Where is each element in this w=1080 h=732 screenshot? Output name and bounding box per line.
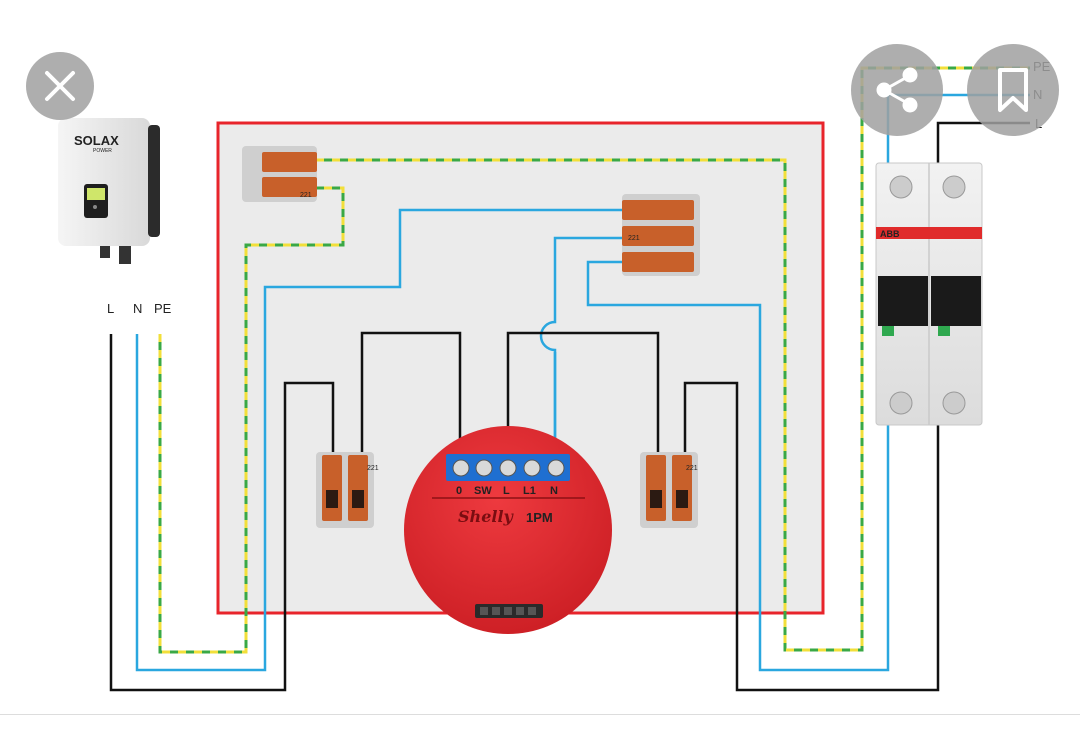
shelly-terminal-l: L bbox=[503, 485, 510, 497]
shelly-logo: Shelly bbox=[458, 507, 515, 526]
wago-label: 221 bbox=[686, 465, 698, 472]
circuit-breaker: ABB bbox=[875, 162, 983, 426]
shelly-terminal-l1: L1 bbox=[523, 485, 536, 497]
share-button[interactable] bbox=[851, 44, 943, 136]
close-button[interactable] bbox=[26, 52, 94, 120]
bookmark-button[interactable] bbox=[967, 44, 1059, 136]
wago-label: 221 bbox=[628, 235, 640, 242]
wago-label: 221 bbox=[300, 192, 312, 199]
breaker-brand: ABB bbox=[880, 229, 900, 239]
wire-left-neutral bbox=[135, 208, 630, 672]
left-label-l: L bbox=[107, 301, 114, 316]
wire-shelly-l bbox=[506, 331, 660, 455]
wago-label: 221 bbox=[367, 465, 379, 472]
inverter-brand: SOLAX bbox=[74, 133, 119, 148]
shelly-model: 1PM bbox=[526, 510, 553, 525]
shelly-1pm-relay: 0 SW L L1 N Shelly 1PM bbox=[404, 426, 612, 634]
shelly-terminal-sw: SW bbox=[474, 485, 492, 497]
share-icon bbox=[876, 67, 918, 113]
wago-connector-left: 221 bbox=[316, 452, 379, 528]
inverter-sub: POWER bbox=[93, 148, 112, 154]
wago-connector-right: 221 bbox=[640, 452, 698, 528]
left-label-n: N bbox=[133, 301, 142, 316]
solar-inverter: SOLAX POWER bbox=[58, 118, 160, 264]
left-label-pe: PE bbox=[154, 301, 172, 316]
shelly-terminal-0: 0 bbox=[456, 485, 462, 497]
bookmark-icon bbox=[998, 68, 1028, 112]
bottom-divider bbox=[0, 714, 1080, 715]
wago-connector-pe: 221 bbox=[242, 146, 317, 202]
wire-shelly-o bbox=[360, 331, 462, 455]
wago-connector-n: 221 bbox=[622, 194, 700, 276]
close-icon bbox=[45, 71, 75, 101]
shelly-terminal-n: N bbox=[550, 485, 558, 497]
wire-left-live bbox=[109, 334, 335, 692]
